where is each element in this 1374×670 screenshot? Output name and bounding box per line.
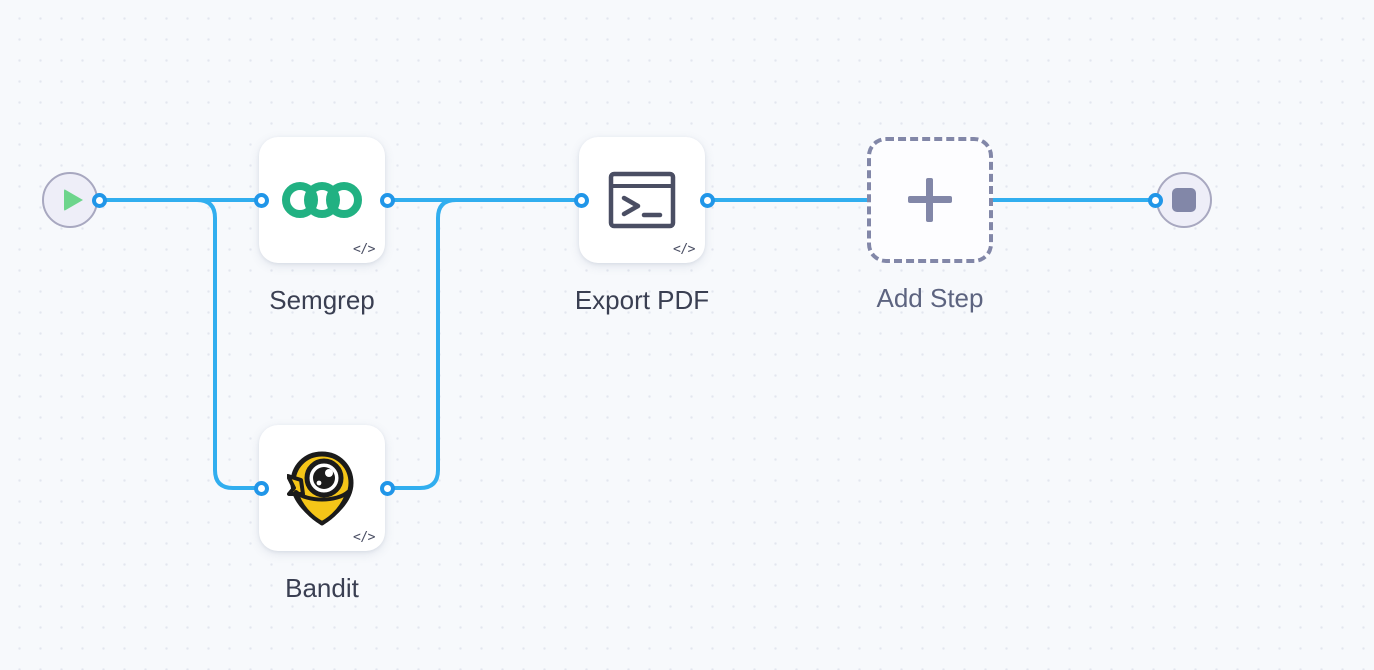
node-semgrep[interactable]: </> bbox=[259, 137, 385, 263]
start-node-output-handle[interactable] bbox=[92, 193, 107, 208]
edge-start-bandit bbox=[97, 198, 263, 490]
add-step-label: Add Step bbox=[876, 283, 984, 313]
node-export-pdf[interactable]: </> bbox=[579, 137, 705, 263]
terminal-icon bbox=[608, 171, 676, 229]
node-semgrep-input-handle[interactable] bbox=[254, 193, 269, 208]
semgrep-logo-icon bbox=[282, 182, 362, 218]
code-badge-icon: </> bbox=[673, 242, 695, 257]
node-export-pdf-output-handle[interactable] bbox=[700, 193, 715, 208]
node-bandit[interactable]: </> bbox=[259, 425, 385, 551]
node-bandit-output-handle[interactable] bbox=[380, 481, 395, 496]
node-bandit-input-handle[interactable] bbox=[254, 481, 269, 496]
node-bandit-label: Bandit bbox=[285, 573, 359, 603]
bandit-logo-icon bbox=[287, 451, 354, 526]
node-semgrep-output-handle[interactable] bbox=[380, 193, 395, 208]
node-export-pdf-input-handle[interactable] bbox=[574, 193, 589, 208]
add-step-button[interactable] bbox=[867, 137, 993, 263]
end-node-input-handle[interactable] bbox=[1148, 193, 1163, 208]
node-semgrep-label: Semgrep bbox=[269, 285, 375, 315]
stop-icon bbox=[1172, 188, 1196, 212]
code-badge-icon: </> bbox=[353, 242, 375, 257]
plus-icon bbox=[908, 178, 952, 222]
node-export-pdf-label: Export PDF bbox=[574, 285, 710, 315]
start-node[interactable] bbox=[42, 172, 98, 228]
code-badge-icon: </> bbox=[353, 530, 375, 545]
play-icon bbox=[63, 189, 83, 211]
end-node[interactable] bbox=[1156, 172, 1212, 228]
edge-bandit-exportpdf bbox=[385, 198, 582, 490]
